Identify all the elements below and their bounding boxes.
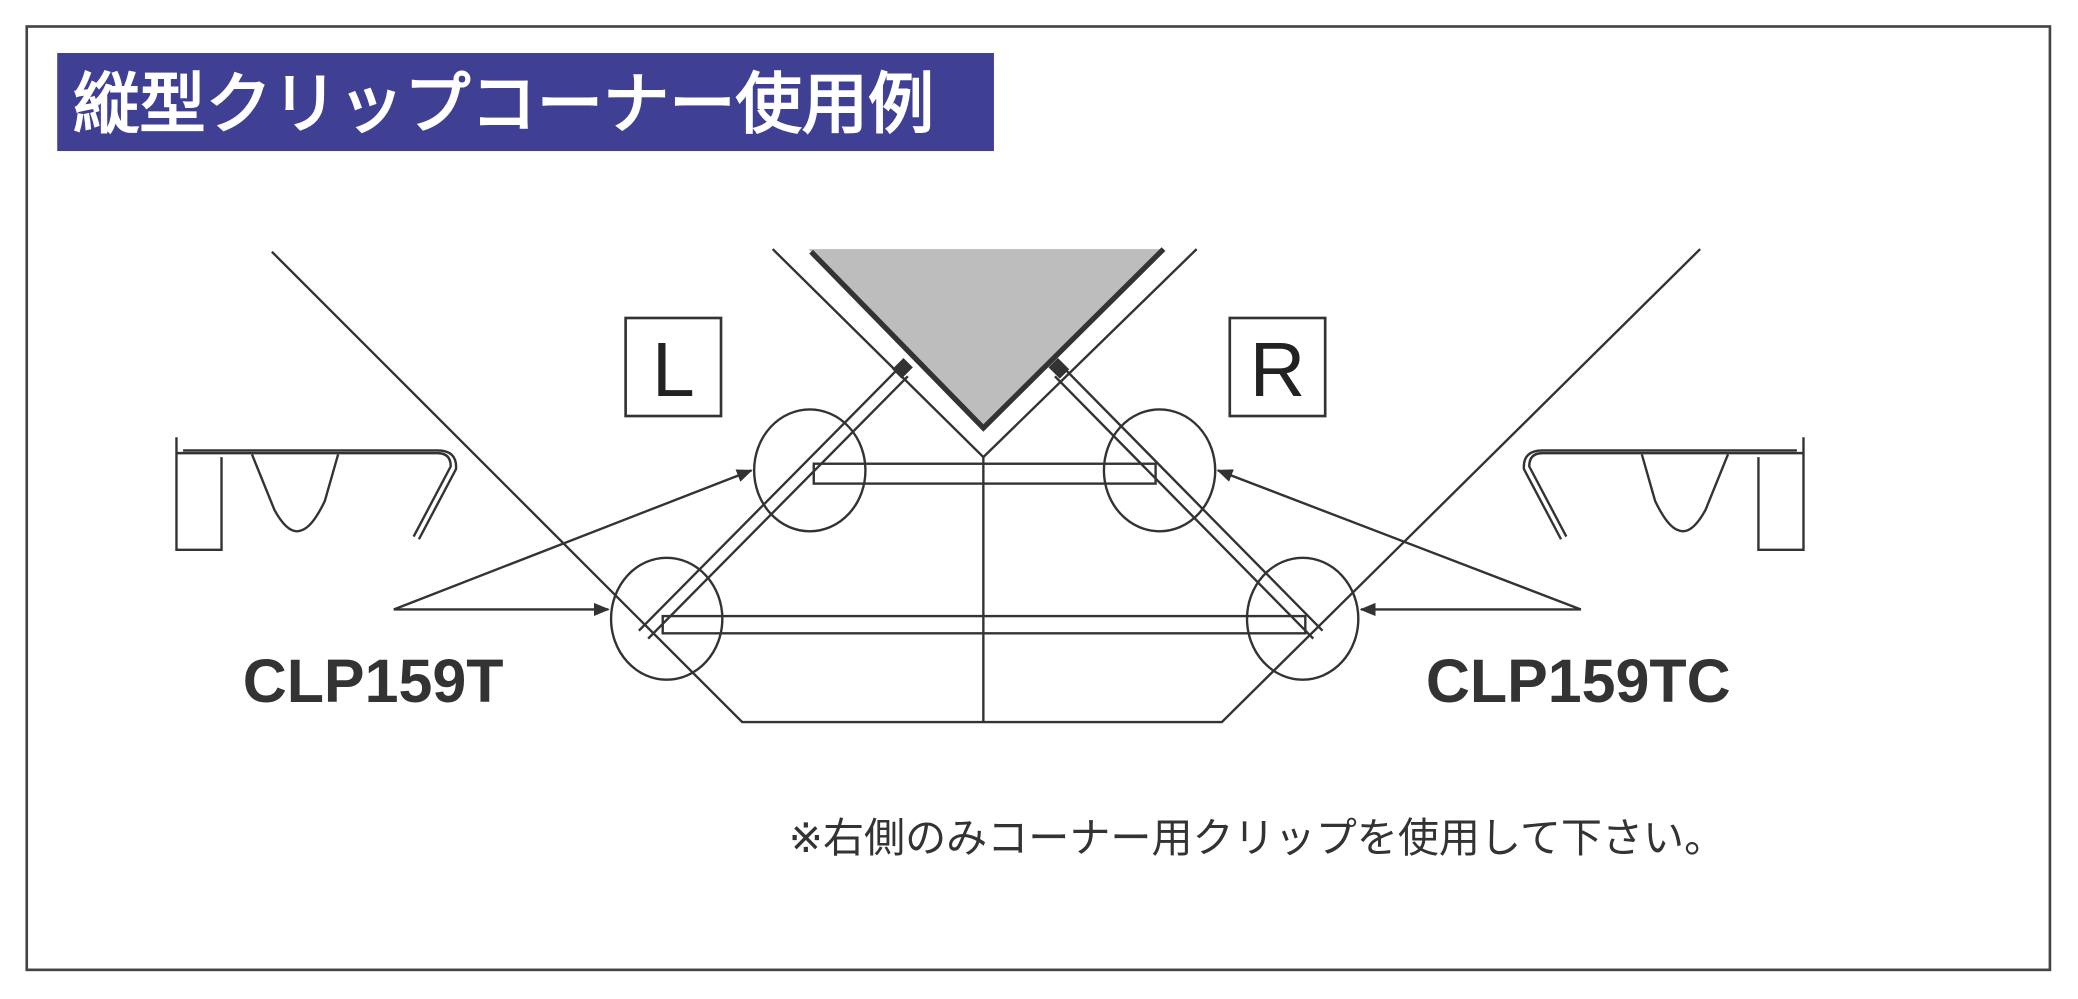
usage-note: ※右側のみコーナー用クリップを使用して下さい。 — [789, 814, 1726, 862]
shelf-edge — [809, 247, 1166, 432]
outer-frame — [25, 25, 2052, 972]
left-clip-profile — [175, 437, 458, 552]
highlight-circle-left-lower — [609, 556, 724, 681]
title-text: 縦型クリップコーナー使用例 — [73, 66, 934, 143]
right-clip-label: CLP159TC — [1426, 647, 1731, 715]
right-panel — [1048, 358, 1324, 640]
left-panel — [638, 358, 913, 640]
highlight-circle-right-lower — [1245, 556, 1360, 681]
left-side-label: L — [652, 327, 695, 413]
upper-rail — [812, 462, 1157, 485]
right-arrows — [1216, 469, 1582, 617]
right-clip-profile — [1522, 437, 1805, 552]
title-banner — [57, 52, 994, 152]
right-side-box — [1228, 316, 1327, 418]
corner-shelf — [808, 249, 1164, 428]
highlight-circle-left-upper — [752, 408, 867, 533]
left-side-box — [624, 316, 723, 418]
right-side-label: R — [1250, 327, 1305, 413]
left-clip-label: CLP159T — [243, 647, 504, 715]
highlight-circle-right-upper — [1102, 408, 1217, 533]
corner-outline — [271, 248, 1701, 724]
left-arrows — [393, 469, 753, 617]
